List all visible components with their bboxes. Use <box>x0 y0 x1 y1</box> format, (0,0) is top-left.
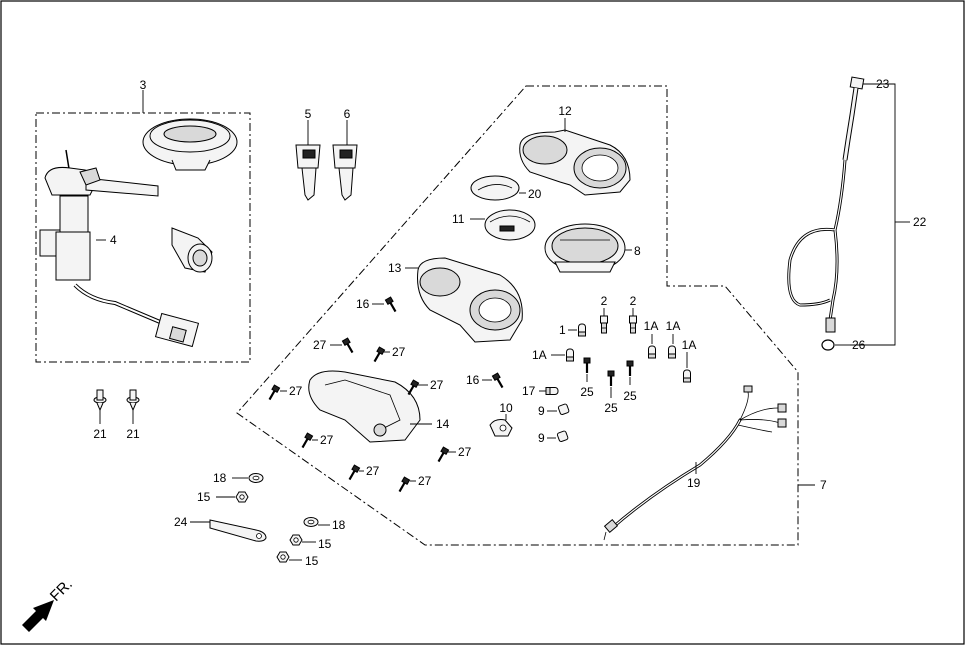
callout-1Ac: 1A <box>666 319 681 333</box>
callout-2b: 2 <box>630 294 637 308</box>
screw-25b <box>606 369 616 388</box>
callout-24: 24 <box>174 515 188 529</box>
callout-27d: 27 <box>430 378 444 392</box>
callout-18a: 18 <box>213 471 227 485</box>
key-5 <box>295 144 321 201</box>
callout-2a: 2 <box>601 294 608 308</box>
rivet-21b <box>126 389 140 411</box>
callout-27c: 27 <box>289 384 303 398</box>
stay-24 <box>209 519 267 542</box>
screw-27b <box>370 345 386 365</box>
callout-1Aa: 1A <box>532 348 547 362</box>
washer-18a <box>248 473 264 483</box>
front-direction-label: FR. <box>47 576 76 605</box>
callout-15b: 15 <box>318 537 332 551</box>
callout-22: 22 <box>913 215 927 229</box>
bulb-1A-a <box>648 345 656 359</box>
meter-lower-case-14 <box>308 370 421 443</box>
callout-8: 8 <box>634 244 641 258</box>
callout-7: 7 <box>820 478 827 492</box>
callout-25c: 25 <box>623 389 637 403</box>
clamp-10 <box>489 419 513 437</box>
nut-15c <box>276 551 290 563</box>
callout-27f: 27 <box>366 464 380 478</box>
screw-25a <box>582 356 592 375</box>
front-direction-arrow <box>22 600 54 632</box>
screw-27d <box>404 378 420 398</box>
rivet-21a <box>93 389 107 411</box>
screw-27e <box>298 431 314 451</box>
callout-3: 3 <box>140 78 147 92</box>
callout-16b: 16 <box>466 373 480 387</box>
callout-18b: 18 <box>332 518 346 532</box>
callout-1Ad: 1A <box>682 338 697 352</box>
callout-20: 20 <box>528 187 542 201</box>
callout-14: 14 <box>436 417 450 431</box>
callout-1Ab: 1A <box>644 319 659 333</box>
callout-27b: 27 <box>392 345 406 359</box>
screw-16a <box>384 295 400 315</box>
callout-23: 23 <box>876 77 890 91</box>
screw-16b <box>491 371 507 391</box>
callout-17: 17 <box>522 384 536 398</box>
callout-4: 4 <box>110 233 117 247</box>
bulb-1A-b <box>668 345 676 359</box>
ignition-switch <box>39 149 200 348</box>
callout-25a: 25 <box>580 385 594 399</box>
screw-27c <box>265 383 281 403</box>
callout-15a: 15 <box>197 490 211 504</box>
callout-26: 26 <box>852 338 866 352</box>
socket-2b <box>629 315 637 334</box>
grommet-9b <box>556 430 569 443</box>
callout-27g: 27 <box>458 445 472 459</box>
screw-27f <box>345 463 361 483</box>
screw-27h <box>395 475 411 495</box>
bulb-1 <box>578 323 586 337</box>
bulb-1A-c <box>683 369 691 383</box>
nut-15b <box>289 534 303 546</box>
callout-12: 12 <box>558 104 572 118</box>
callout-25b: 25 <box>604 401 618 415</box>
callout-9b: 9 <box>538 431 545 445</box>
meter-case-13 <box>417 257 523 343</box>
screw-27a <box>341 336 357 356</box>
meter-upper-case <box>519 129 631 196</box>
bulb-17 <box>545 387 559 395</box>
callout-9a: 9 <box>538 404 545 418</box>
callout-27e: 27 <box>320 433 334 447</box>
callout-21b: 21 <box>126 427 140 441</box>
socket-2a <box>600 315 608 334</box>
grommet-9a <box>557 403 570 416</box>
fuel-cap <box>142 118 238 171</box>
callout-6: 6 <box>344 107 351 121</box>
bulb-1A-left <box>566 348 574 362</box>
callout-10: 10 <box>499 401 513 415</box>
speedometer-dial-8 <box>544 223 626 273</box>
callout-19: 19 <box>687 476 701 490</box>
screw-25c <box>625 359 635 378</box>
callout-1: 1 <box>559 323 566 337</box>
callout-27a: 27 <box>313 338 327 352</box>
callout-11: 11 <box>452 212 465 226</box>
nut-15a <box>235 491 249 503</box>
callout-21a: 21 <box>93 427 107 441</box>
callout-27h: 27 <box>418 474 432 488</box>
speedometer-cable-22 <box>787 76 865 351</box>
callout-16a: 16 <box>356 297 370 311</box>
callout-15c: 15 <box>305 554 319 568</box>
meter-dial-11 <box>484 209 536 241</box>
key-6 <box>332 144 358 201</box>
callout-13: 13 <box>388 261 402 275</box>
meter-lens-20 <box>470 175 520 201</box>
seat-lock <box>171 227 213 273</box>
callout-5: 5 <box>305 107 312 121</box>
screw-27g <box>434 445 450 465</box>
washer-18b <box>303 517 319 527</box>
wire-harness-19 <box>603 385 787 541</box>
